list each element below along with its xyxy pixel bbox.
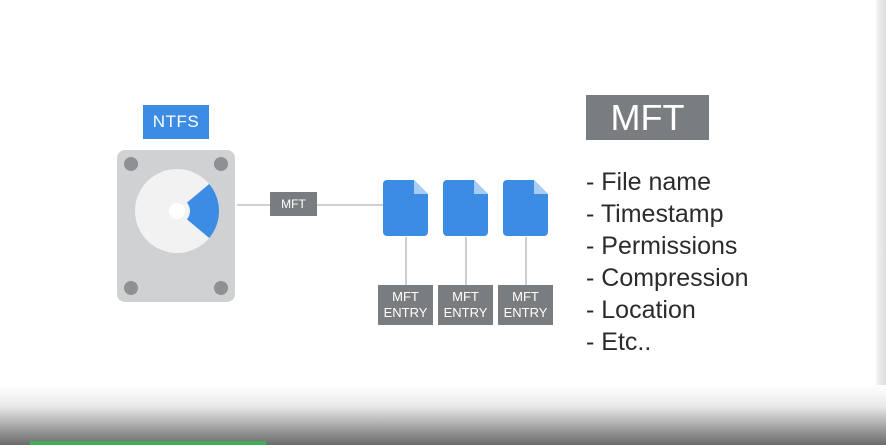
- screw-icon: [124, 281, 138, 295]
- video-controls-gradient: [0, 385, 886, 445]
- entry-link-line: [405, 237, 407, 285]
- screw-icon: [124, 157, 138, 171]
- attribute-item: - Permissions: [586, 232, 738, 260]
- playback-progress-bar[interactable]: [30, 441, 266, 445]
- mft-entry: MFT ENTRY: [498, 285, 553, 325]
- entry-link-line: [525, 237, 527, 285]
- connector-line: [237, 204, 270, 206]
- document-icon: [503, 180, 548, 236]
- mft-tag: MFT: [270, 192, 317, 216]
- screw-icon: [214, 281, 228, 295]
- entry-link-line: [465, 237, 467, 285]
- mft-entry-line1: MFT: [512, 289, 539, 304]
- disk-platter-icon: [135, 169, 220, 253]
- attribute-item: - File name: [586, 168, 712, 196]
- mft-entry-line1: MFT: [392, 289, 419, 304]
- mft-panel-title: MFT: [586, 95, 709, 140]
- screw-icon: [214, 157, 228, 171]
- document-icon: [443, 180, 488, 236]
- attribute-item: - Location: [586, 296, 696, 324]
- document-icon: [383, 180, 428, 236]
- attribute-item: - Compression: [586, 264, 749, 292]
- mft-entry-line2: ENTRY: [383, 305, 428, 320]
- right-edge-shadow: [876, 0, 886, 445]
- mft-entry-line1: MFT: [452, 289, 479, 304]
- connector-line: [317, 204, 383, 206]
- attribute-item: - Timestamp: [586, 200, 724, 228]
- mft-entry: MFT ENTRY: [378, 285, 433, 325]
- mft-entry: MFT ENTRY: [438, 285, 493, 325]
- attribute-item: - Etc..: [586, 328, 652, 356]
- mft-entry-line2: ENTRY: [503, 305, 548, 320]
- mft-entry-line2: ENTRY: [443, 305, 488, 320]
- ntfs-label: NTFS: [143, 105, 209, 139]
- hard-drive-icon: [117, 150, 235, 302]
- mft-attribute-list: - File name - Timestamp - Permissions - …: [586, 166, 749, 358]
